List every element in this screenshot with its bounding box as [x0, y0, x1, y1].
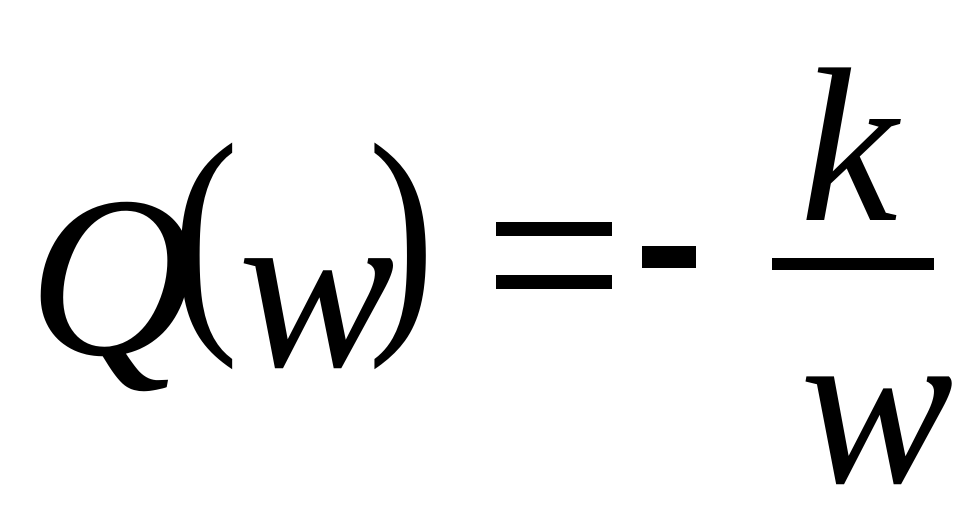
- equals-sign-bottom-bar: [496, 275, 612, 289]
- function-argument: w: [238, 157, 395, 417]
- equals-sign-top-bar: [496, 222, 612, 236]
- function-name: Q: [28, 149, 195, 404]
- minus-sign: [642, 246, 696, 268]
- open-paren: (: [172, 94, 239, 371]
- close-paren: ): [368, 94, 435, 371]
- fraction-numerator: k: [800, 24, 898, 268]
- fraction-bar: [772, 258, 934, 270]
- fraction-denominator: w: [800, 277, 954, 513]
